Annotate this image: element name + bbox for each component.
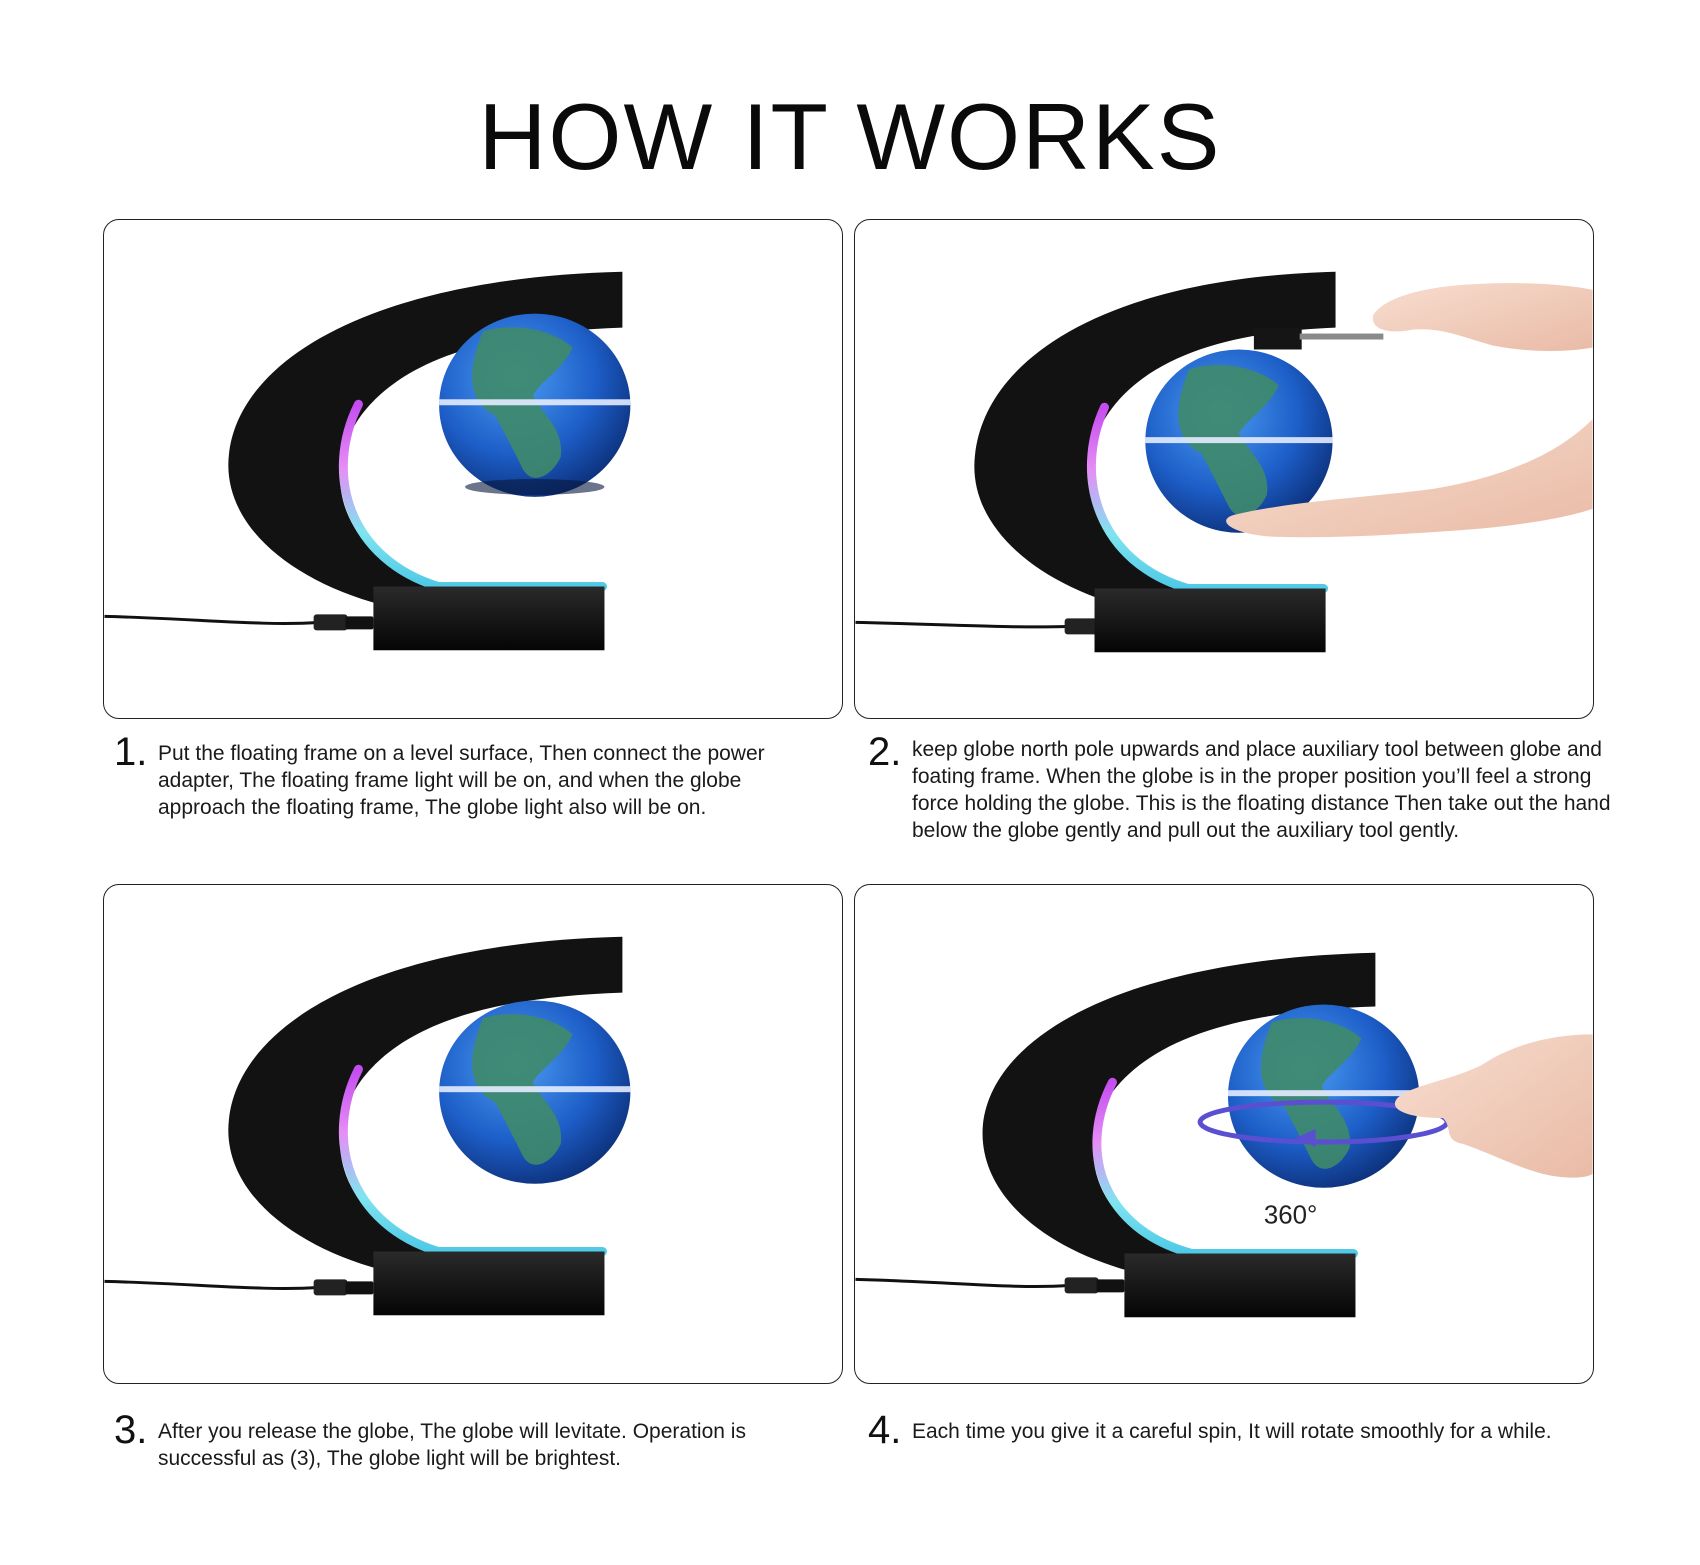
levitating-globe-illustration [104,936,631,1316]
auxiliary-tool [1299,333,1384,340]
spinning-hand [1394,1034,1593,1178]
step-description: After you release the globe, The globe w… [158,1420,746,1470]
cable-connector [313,614,348,631]
globe-shadow-base [465,478,605,495]
connector-plug [1096,1279,1125,1293]
c-shaped-frame [974,271,1336,621]
c-shaped-frame [982,952,1376,1286]
globe-equator-light [1145,437,1333,444]
frame-magnet-head [1253,327,1302,350]
spin-arrow-icon [1295,1129,1316,1147]
frame-base [1124,1253,1356,1318]
step-number: 4. [868,1408,902,1452]
power-cable [855,620,1070,629]
c-shaped-frame [228,271,623,619]
globe-equator-light [439,1086,631,1093]
c-shaped-frame [228,936,623,1284]
step-2-image-panel [854,219,1594,719]
frame-base [373,1251,605,1316]
power-cable [104,614,319,625]
power-cable [855,1277,1070,1288]
globe-equator-light [439,399,631,406]
placing-globe-illustration [855,271,1593,653]
step-number: 1. [114,730,148,774]
lower-hand [1226,419,1593,538]
step-3-image-panel [103,884,843,1384]
connector-plug [345,1281,374,1295]
upper-hand [1372,283,1593,351]
connector-plug [345,616,374,630]
levitating-globe-illustration [104,271,631,651]
power-cable [104,1279,319,1290]
step-description: Each time you give it a careful spin, It… [912,1420,1552,1443]
frame-base [1094,588,1326,653]
cable-connector [313,1279,348,1296]
frame-glow-strip [338,399,607,592]
page-title: HOW IT WORKS [478,84,1222,189]
frame-glow-strip [1087,402,1329,594]
step-number: 3. [114,1408,148,1452]
cable-connector [1064,618,1099,635]
step-4-image-panel: 360° [854,884,1594,1384]
frame-base [373,586,605,651]
frame-glow-strip [1092,1077,1358,1259]
step-description: Put the floating frame on a level surfac… [158,742,765,819]
rotation-label: 360° [1264,1202,1318,1230]
cable-connector [1064,1277,1099,1294]
step-description: keep globe north pole upwards and place … [912,738,1611,842]
spinning-globe-illustration: 360° [855,952,1593,1318]
globe-equator-light [1227,1090,1420,1097]
step-1-image-panel [103,219,843,719]
step-number: 2. [868,730,902,774]
frame-glow-strip [338,1064,607,1257]
